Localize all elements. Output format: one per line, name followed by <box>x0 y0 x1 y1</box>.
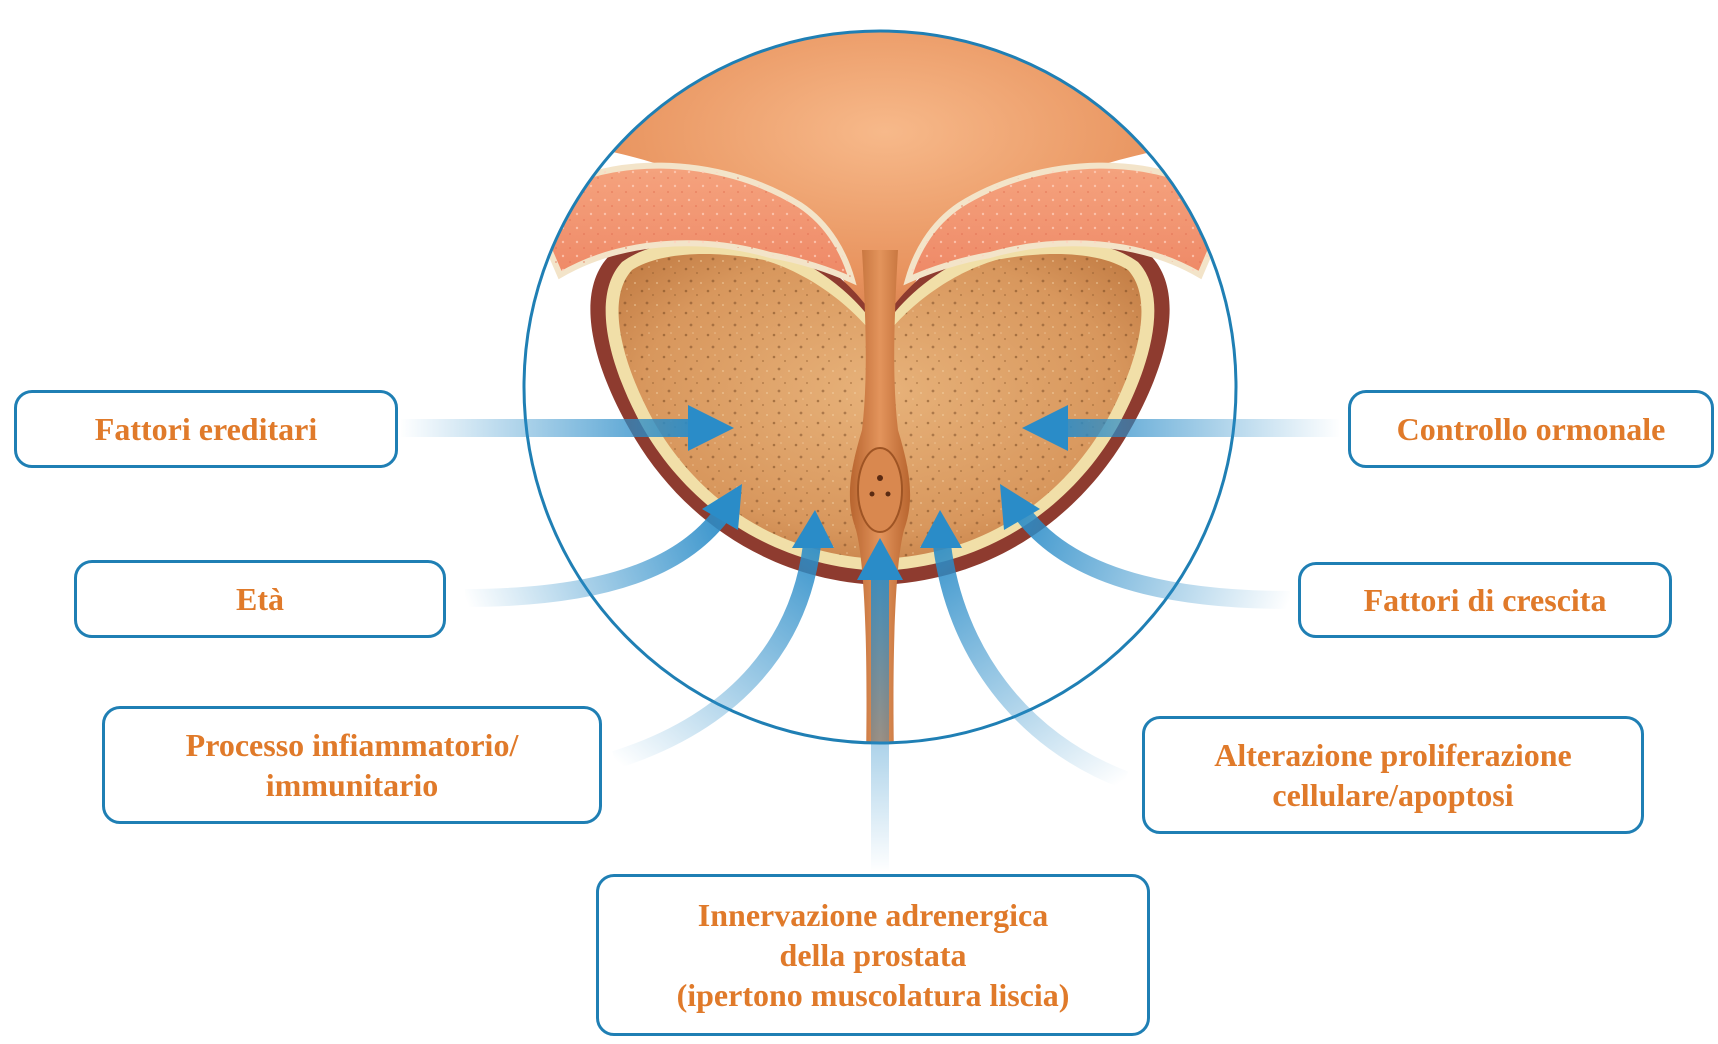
factor-label-line: Fattori di crescita <box>1364 580 1607 620</box>
factor-label-line: (ipertono muscolatura liscia) <box>677 975 1070 1015</box>
factor-label-line: cellulare/apoptosi <box>1214 775 1572 815</box>
factor-label-line: Innervazione adrenergica <box>677 895 1070 935</box>
factor-label-line: immunitario <box>186 765 519 805</box>
factor-box-fattori-crescita: Fattori di crescita <box>1298 562 1672 638</box>
factor-box-fattori-ereditari: Fattori ereditari <box>14 390 398 468</box>
factor-box-alterazione: Alterazione proliferazione cellulare/apo… <box>1142 716 1644 834</box>
factor-label-line: Alterazione proliferazione <box>1214 735 1572 775</box>
factor-label-line: Processo infiammatorio/ <box>186 725 519 765</box>
factor-box-controllo-ormonale: Controllo ormonale <box>1348 390 1714 468</box>
factor-box-processo-infiammatorio: Processo infiammatorio/ immunitario <box>102 706 602 824</box>
factor-label-line: Controllo ormonale <box>1397 409 1666 449</box>
factor-box-innervazione: Innervazione adrenergica della prostata … <box>596 874 1150 1036</box>
factor-label-line: Fattori ereditari <box>95 409 317 449</box>
factor-label-line: della prostata <box>677 935 1070 975</box>
factor-label-line: Età <box>236 579 284 619</box>
verumontanum <box>858 448 902 532</box>
factor-box-eta: Età <box>74 560 446 638</box>
